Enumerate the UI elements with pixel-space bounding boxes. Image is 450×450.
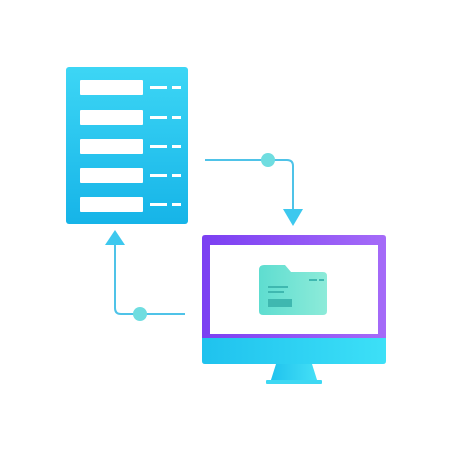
server-indicator-3b: [172, 145, 181, 148]
folder-dash-2: [319, 279, 324, 281]
server-indicator-2b: [172, 116, 181, 119]
server-slot-5: [80, 197, 143, 212]
folder-label-block: [268, 299, 292, 307]
folder-dash-1: [309, 279, 317, 281]
server-indicator-1a: [150, 86, 167, 89]
server-slot-2: [80, 110, 143, 125]
server-slot-4: [80, 168, 143, 183]
connector-monitor-to-server: [105, 230, 185, 321]
monitor-icon: [202, 235, 386, 384]
folder-icon: [259, 265, 327, 315]
connector-dot-bottom: [133, 307, 147, 321]
connector-line-top: [205, 159, 294, 212]
folder-body: [259, 265, 327, 315]
server-indicator-2a: [150, 116, 167, 119]
arrow-down-icon: [283, 209, 303, 226]
server-indicator-5a: [150, 203, 167, 206]
server-slot-1: [80, 80, 143, 95]
server-slots: [80, 80, 143, 212]
monitor-bottom-bezel: [202, 338, 386, 364]
server-indicator-1b: [172, 86, 181, 89]
server-indicator-4a: [150, 174, 167, 177]
connector-line-bottom: [114, 245, 185, 315]
server-indicator-4b: [172, 174, 181, 177]
monitor-stand: [270, 364, 318, 383]
arrow-up-icon: [105, 230, 125, 245]
folder-text-line-1: [268, 286, 288, 288]
monitor-foot: [266, 380, 322, 384]
server-slot-3: [80, 139, 143, 154]
server-indicator-3a: [150, 145, 167, 148]
server-icon: [66, 67, 188, 224]
connector-server-to-monitor: [205, 153, 303, 226]
server-indicator-5b: [172, 203, 181, 206]
connector-dot-top: [261, 153, 275, 167]
folder-text-line-2: [268, 291, 284, 293]
server-indicators: [150, 86, 181, 206]
